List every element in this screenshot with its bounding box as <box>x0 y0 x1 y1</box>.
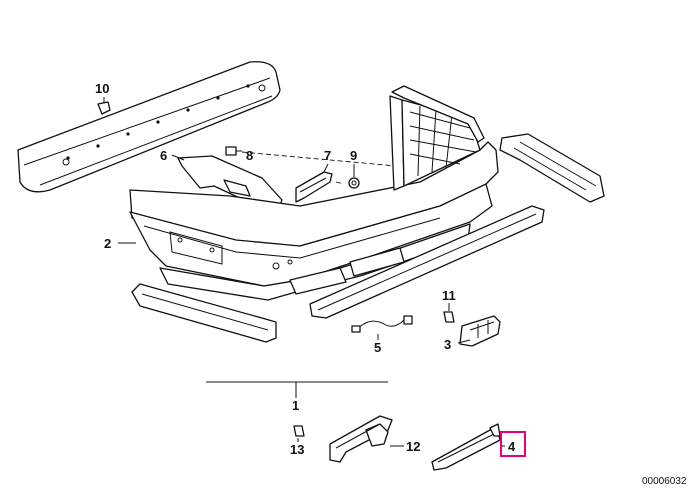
bracket-12[interactable] <box>329 415 393 463</box>
bumper-carrier[interactable] <box>17 61 281 193</box>
label-10[interactable]: 10 <box>95 81 109 96</box>
trim-piece-4[interactable] <box>431 423 501 471</box>
wiring-harness[interactable] <box>351 315 413 333</box>
label-8[interactable]: 8 <box>246 148 253 163</box>
bracket-7[interactable] <box>295 171 333 203</box>
bumper-cover[interactable] <box>129 85 499 301</box>
label-9[interactable]: 9 <box>350 148 357 163</box>
bracket-3[interactable] <box>459 315 501 347</box>
side-strip-upper[interactable] <box>499 133 605 203</box>
label-4[interactable]: 4 <box>508 439 516 454</box>
label-13[interactable]: 13 <box>290 442 304 457</box>
highlight-box <box>500 431 526 457</box>
label-3[interactable]: 3 <box>444 337 451 352</box>
clip-13[interactable] <box>293 425 305 437</box>
lower-left-strip[interactable] <box>131 283 277 343</box>
label-5[interactable]: 5 <box>374 340 381 355</box>
label-6[interactable]: 6 <box>160 148 167 163</box>
clip-11[interactable] <box>443 311 455 323</box>
nut-9[interactable] <box>348 177 360 189</box>
label-11[interactable]: 11 <box>442 288 456 303</box>
label-12[interactable]: 12 <box>406 439 420 454</box>
diagram-id: 00006032 <box>642 476 687 487</box>
label-7[interactable]: 7 <box>324 148 331 163</box>
clip-10[interactable] <box>97 101 111 115</box>
lower-strip[interactable] <box>309 205 545 319</box>
bolt-8[interactable] <box>225 146 242 156</box>
label-1[interactable]: 1 <box>292 398 299 413</box>
label-2[interactable]: 2 <box>104 236 111 251</box>
